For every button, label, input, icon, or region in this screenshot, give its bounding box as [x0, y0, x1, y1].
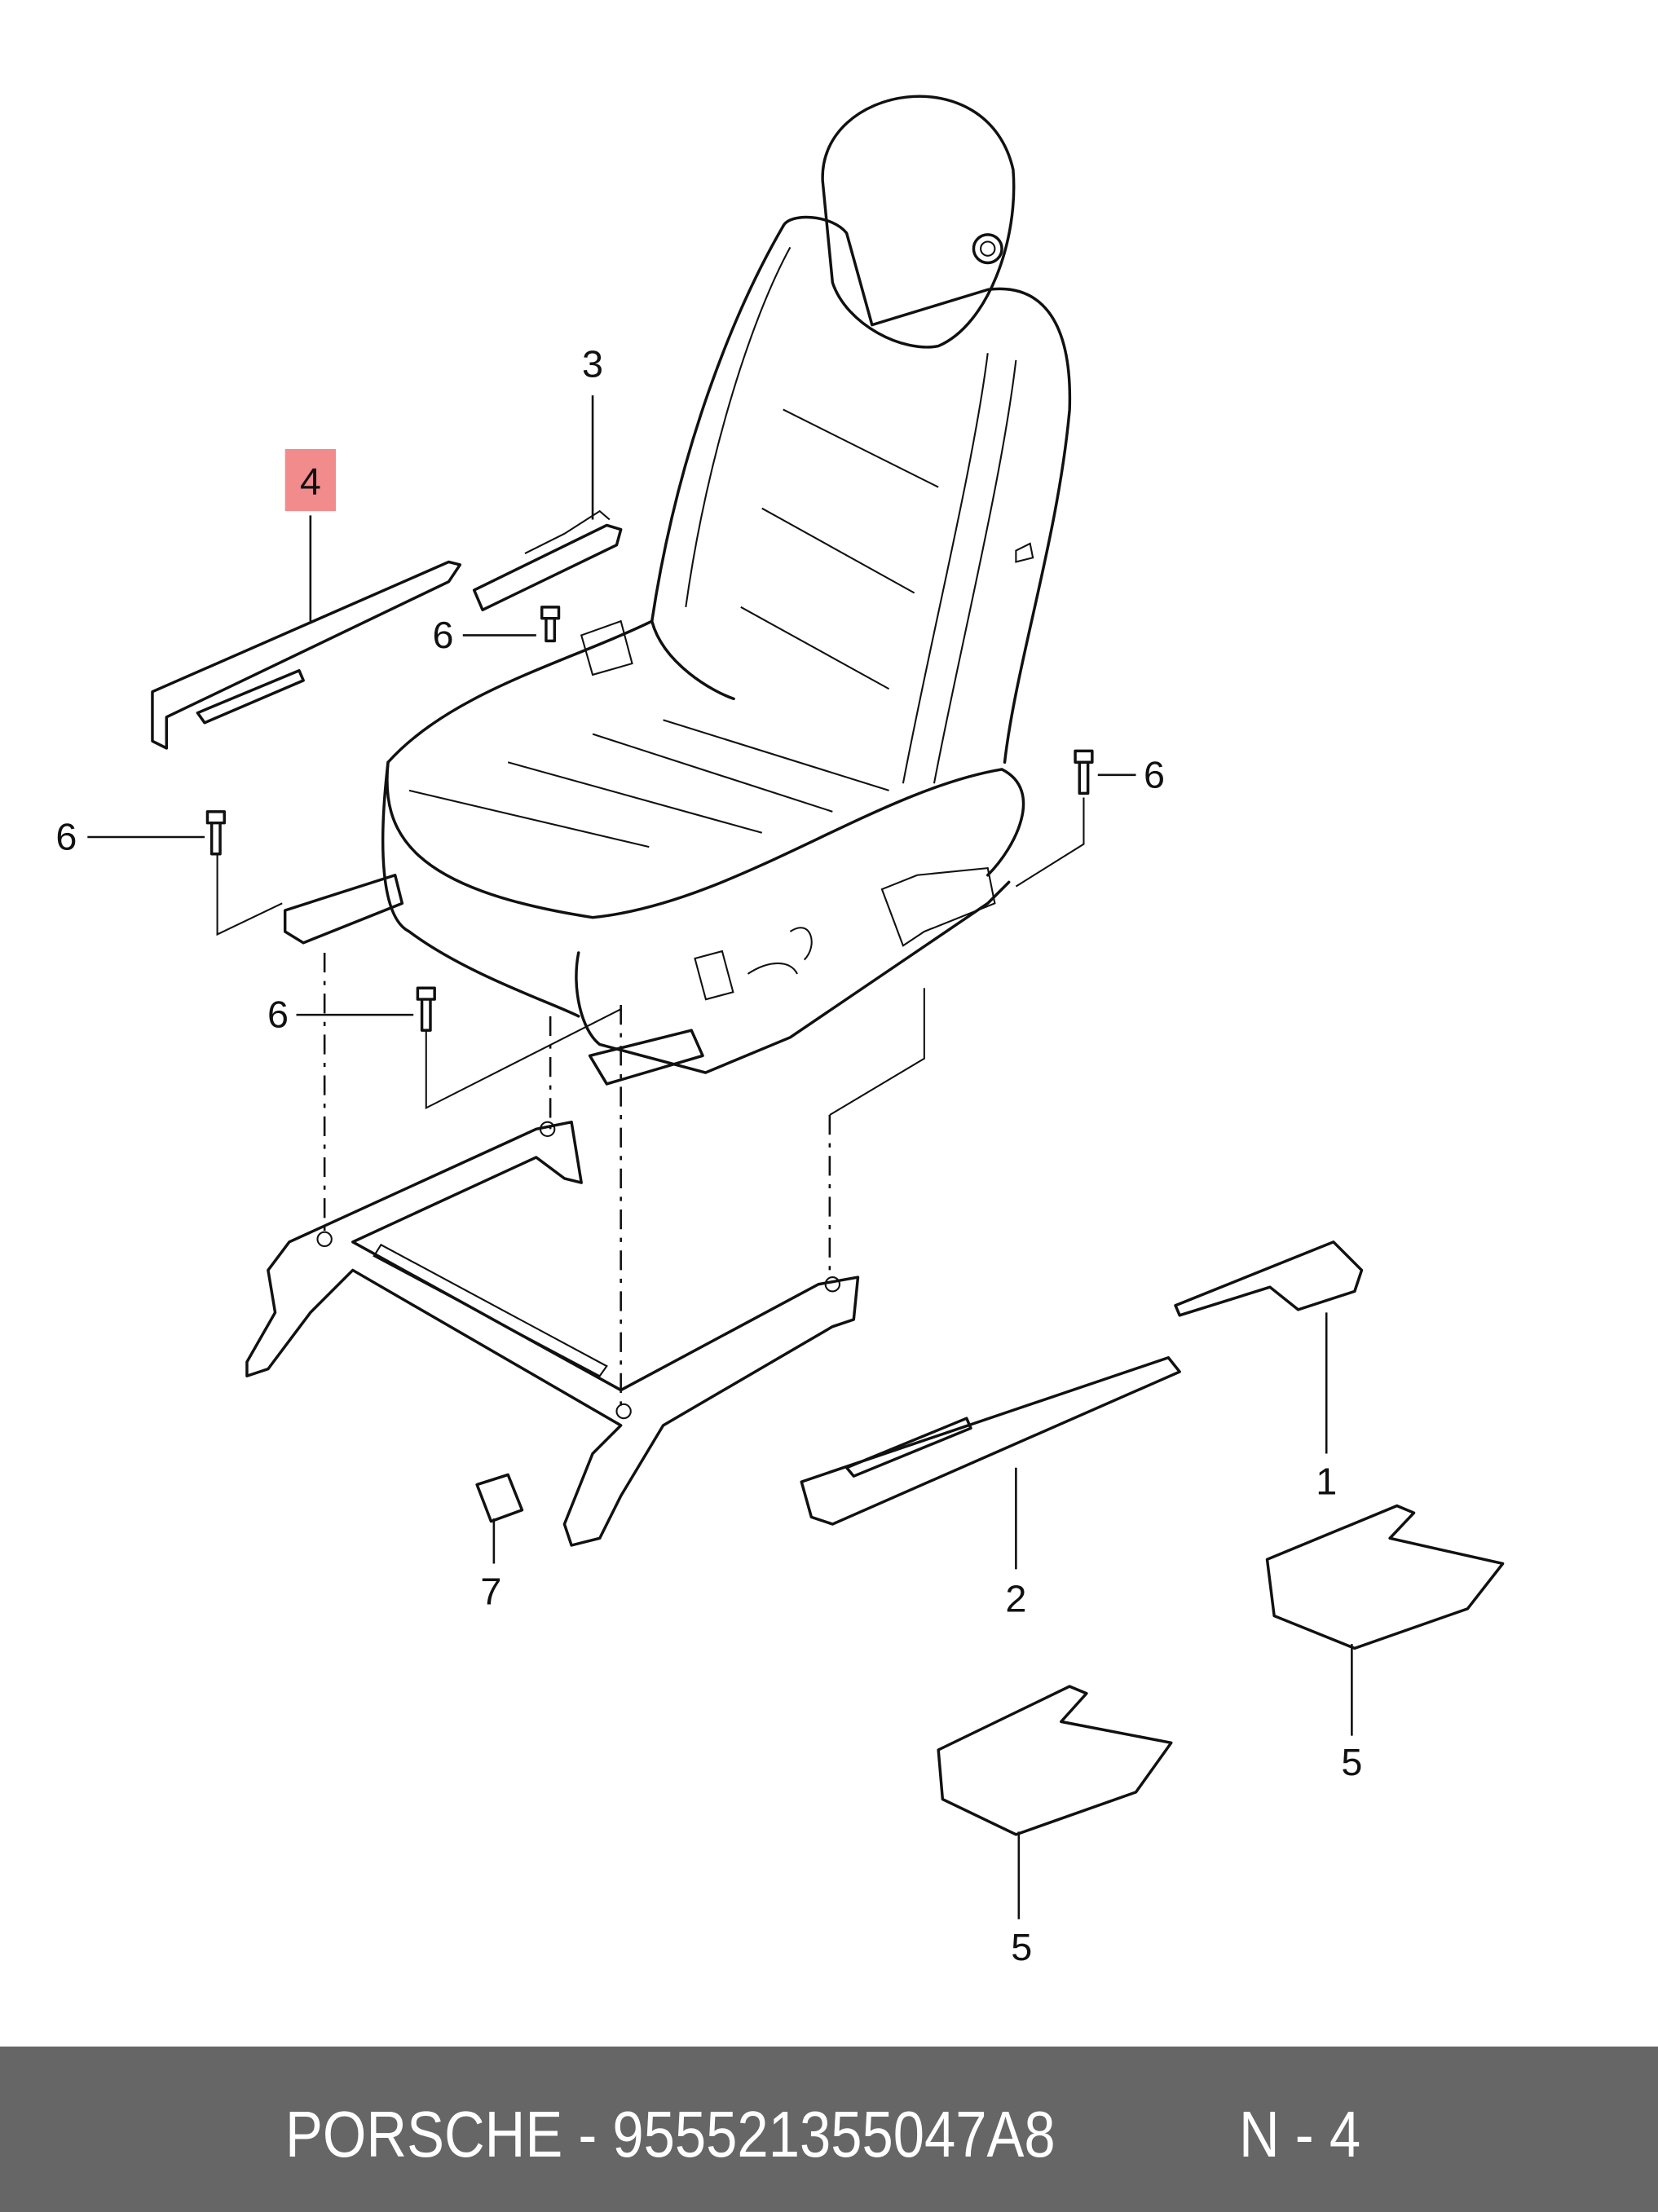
- part-5-cover-lower: [937, 1685, 1173, 1836]
- rear-bracket: [588, 1029, 704, 1086]
- callout-6[interactable]: 6: [55, 816, 77, 858]
- callout-5[interactable]: 5: [1011, 1926, 1032, 1968]
- callout-2[interactable]: 2: [1005, 1577, 1026, 1619]
- bolts: [205, 606, 1094, 1032]
- assembly-lines: [216, 797, 1085, 1412]
- seat-exploded-diagram: 4 3 6 6 6 6 1 2 7 5 5: [55, 95, 1505, 1968]
- callout-4-highlight: [284, 448, 336, 512]
- callout-6[interactable]: 6: [433, 614, 454, 656]
- callout-1[interactable]: 1: [1316, 1461, 1337, 1503]
- part-2-rail: [800, 1356, 1181, 1526]
- callout-5[interactable]: 5: [1341, 1741, 1362, 1783]
- callout-4[interactable]: 4: [300, 460, 321, 502]
- diagram-reference-label: N - 4: [1239, 2098, 1361, 2170]
- callout-7[interactable]: 7: [480, 1571, 501, 1613]
- callout-3[interactable]: 3: [582, 343, 603, 386]
- callout-6[interactable]: 6: [267, 994, 289, 1036]
- seat-frame: [245, 1120, 860, 1547]
- part-7-clip: [475, 1473, 524, 1523]
- part-1-cover: [1174, 1240, 1364, 1317]
- part-3-trim-strip: [472, 509, 623, 612]
- footer-bar: PORSCHE - 955521355047A8 N - 4: [0, 2047, 1658, 2212]
- seat-assembly: [381, 95, 1072, 1074]
- front-bracket: [283, 874, 404, 945]
- leader-lines: [87, 395, 1353, 1919]
- part-4-trim-strip: [151, 560, 462, 750]
- part-number-label: PORSCHE - 955521355047A8: [285, 2098, 1056, 2170]
- part-5-cover-upper: [1265, 1504, 1505, 1650]
- callout-6[interactable]: 6: [1144, 753, 1165, 795]
